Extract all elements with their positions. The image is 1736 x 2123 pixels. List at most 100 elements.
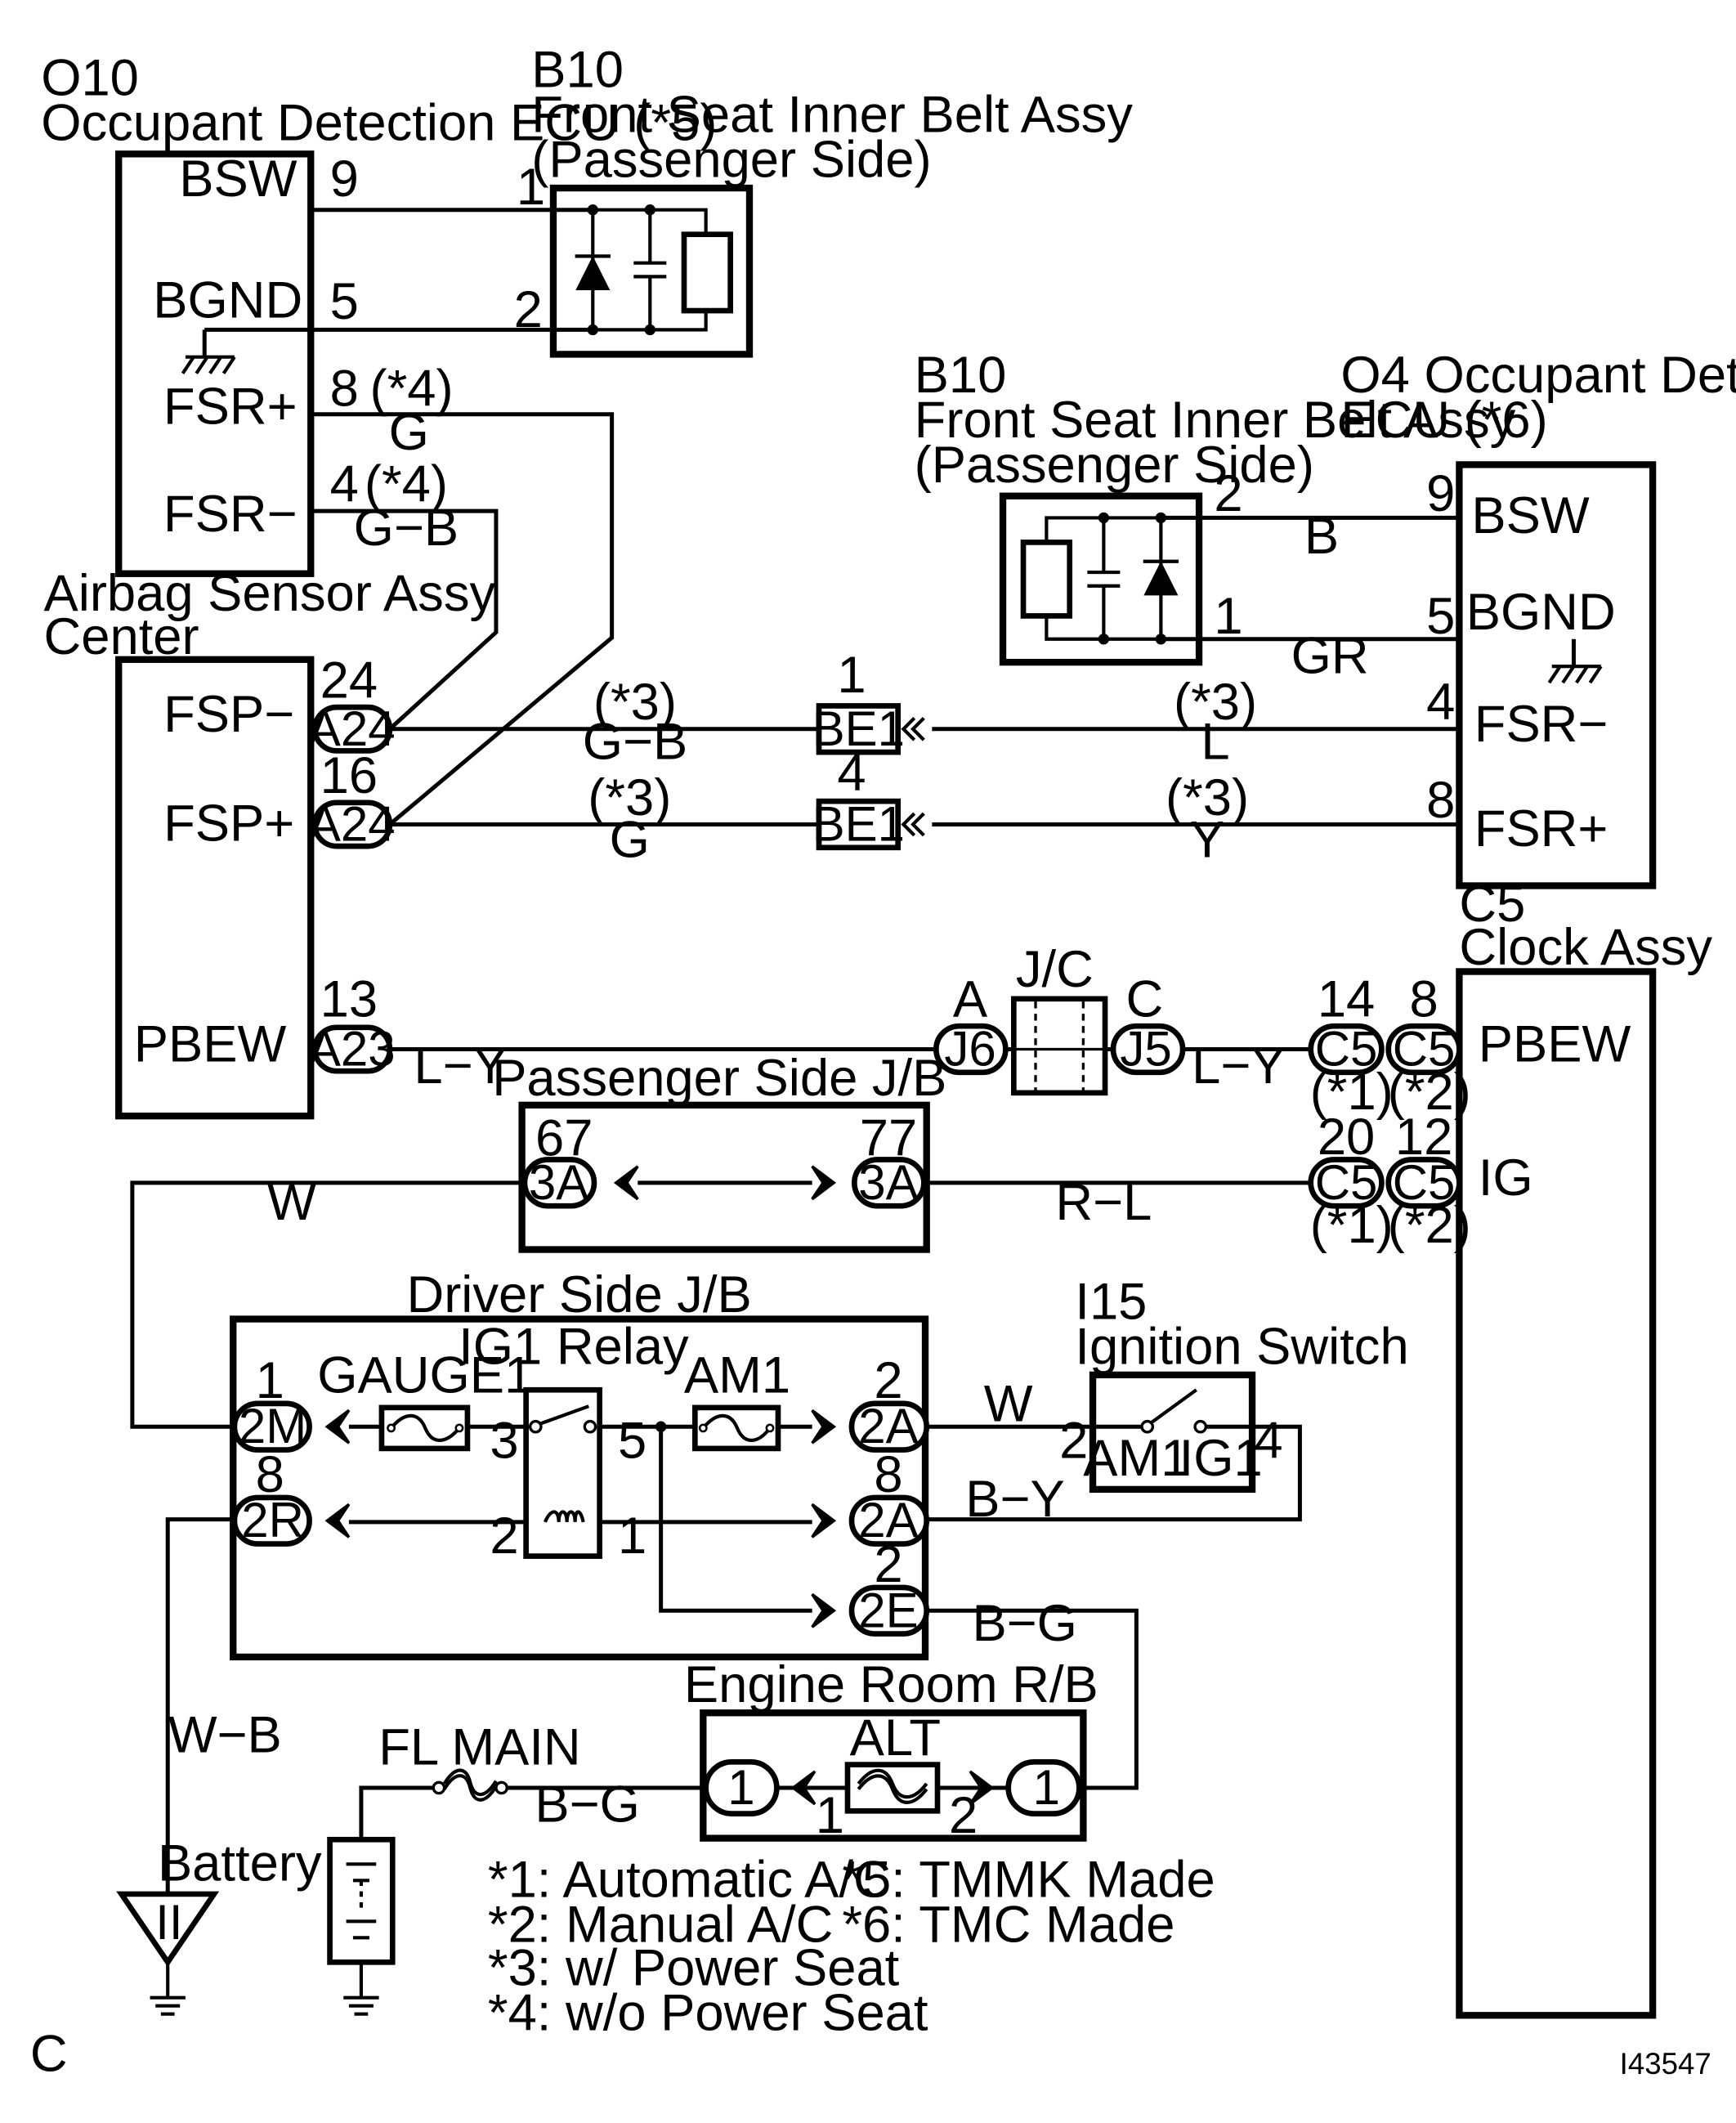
pin-c5-20: 20	[1318, 1109, 1375, 1166]
cond-fsrp-right-3: (*3)	[1166, 769, 1249, 826]
engine-rb-box	[700, 1709, 1087, 1842]
am1-fuse-label: AM1	[684, 1347, 790, 1404]
connector-j5: J5	[1110, 1022, 1186, 1077]
am1-fuse	[691, 1404, 781, 1452]
battery-label: Battery	[158, 1834, 322, 1892]
ignition-code: I15	[1075, 1274, 1147, 1331]
note-3: *3: w/ Power Seat	[488, 1940, 900, 1997]
pin-jc-c: C	[1126, 970, 1164, 1028]
b10-right-code: B10	[915, 347, 1007, 404]
svg-text:C5: C5	[1315, 1022, 1378, 1077]
note-4: *4: w/o Power Seat	[488, 1985, 928, 2042]
svg-text:C5: C5	[1393, 1155, 1456, 1210]
corner-letter: C	[30, 2026, 68, 2083]
airbag-pin-fspm: FSP−	[163, 686, 294, 743]
cond-c5-14-1: (*1)	[1310, 1064, 1394, 1121]
pin-o4-fsrm: 4	[1426, 674, 1455, 731]
pin-a23-pbew: 13	[320, 970, 378, 1028]
svg-text:A24: A24	[308, 701, 396, 756]
pin-alt-1: 1	[816, 1787, 844, 1844]
o4-title-line2: ECU (*6)	[1340, 392, 1547, 449]
wire-label-y: Y	[1190, 811, 1224, 868]
svg-text:BE1: BE1	[812, 701, 905, 756]
o10-ecu-box	[115, 150, 315, 577]
wire-label-w-left: W	[267, 1174, 316, 1231]
pin-a24-fspp: 16	[320, 747, 378, 804]
clock-pin-pbew: PBEW	[1479, 1016, 1631, 1073]
ig1-relay-label: IG1 Relay	[459, 1319, 689, 1376]
svg-text:A24: A24	[308, 796, 396, 851]
pin-relay-1: 1	[618, 1507, 647, 1565]
gauge1-fuse	[378, 1404, 471, 1452]
pin-b10r-1: 1	[1214, 588, 1242, 645]
pin-djb-2m: 1	[256, 1352, 284, 1409]
pin-o10-fsrp: 8	[330, 361, 359, 418]
ignition-ig1-label: IG1	[1179, 1430, 1263, 1487]
ignition-am1-label: AM1	[1083, 1430, 1189, 1487]
alt-fuse-label: ALT	[850, 1709, 941, 1767]
pin-djb-2r: 8	[256, 1446, 284, 1503]
pin-relay-2: 2	[490, 1507, 518, 1565]
b10-right-internal-circuit	[1020, 512, 1179, 645]
o10-pin-bsw: BSW	[179, 150, 297, 208]
connector-3a-67: 3A	[521, 1155, 639, 1210]
pin-o10-bgnd: 5	[330, 273, 359, 330]
o10-ground-symbol	[181, 355, 236, 374]
o10-code: O10	[41, 50, 139, 107]
airbag-sensor-box	[115, 656, 315, 1120]
cond-fspm-3: (*3)	[593, 674, 677, 731]
b10-top-box	[549, 184, 754, 358]
svg-text:1: 1	[727, 1760, 754, 1815]
driver-jb-box	[230, 1315, 929, 1661]
junction-connector-jc	[1011, 996, 1108, 1096]
fl-main-label: FL MAIN	[378, 1719, 580, 1776]
o10-name: Occupant Detection ECU (*5)	[41, 95, 717, 152]
note-2: *2: Manual A/C	[488, 1896, 833, 1953]
wire-label-by: B−Y	[965, 1471, 1064, 1528]
o4-ecu-box	[1456, 461, 1657, 889]
pin-o4-bgnd: 5	[1426, 588, 1455, 645]
wire-label-ly-right: L−Y	[1192, 1037, 1285, 1095]
o4-title-line1: O4 Occupant Detection	[1340, 347, 1736, 404]
pin-djb-2a-bot: 8	[874, 1446, 902, 1503]
svg-text:3A: 3A	[858, 1155, 918, 1210]
wire-label-wb: W−B	[168, 1707, 282, 1764]
gauge1-label: GAUGE1	[317, 1347, 533, 1404]
pin-b10r-2: 2	[1214, 465, 1242, 522]
svg-text:2A: 2A	[858, 1493, 918, 1547]
b10-right-box	[999, 492, 1203, 666]
connector-3a-77: 3A	[811, 1155, 927, 1210]
o4-pin-fsrp: FSR+	[1474, 800, 1608, 858]
airbag-title-line2: Center	[44, 608, 199, 665]
connector-a24-fspp: A24	[308, 796, 396, 851]
pin-pjb-67: 67	[535, 1110, 593, 1167]
clock-code: C5	[1459, 876, 1525, 933]
clock-assy-box	[1456, 968, 1657, 2019]
wire-label-g-mid: G	[610, 811, 650, 868]
fl-main-fusible-link	[432, 1768, 508, 1802]
connector-be1-top: BE1	[812, 701, 925, 756]
connector-2m: 2M	[231, 1399, 351, 1453]
connector-a24-fspm: A24	[308, 701, 396, 756]
svg-text:J5: J5	[1120, 1022, 1171, 1077]
cond-fsrm-right-3: (*3)	[1174, 674, 1257, 731]
b10-right-sub: (Passenger Side)	[915, 437, 1314, 494]
cond-fspp-3: (*3)	[588, 769, 671, 826]
wire-label-g-top: G	[389, 404, 429, 461]
connector-c5-14: C5	[1308, 1022, 1385, 1077]
wire-bg-2e-er	[926, 1608, 1139, 1790]
b10-top-code: B10	[531, 42, 624, 99]
o4-pin-fsrm: FSR−	[1474, 696, 1608, 753]
jc-label: J/C	[1016, 941, 1094, 998]
driver-jb-title: Driver Side J/B	[406, 1266, 751, 1324]
clock-name: Clock Assy	[1459, 919, 1712, 976]
connector-2a-top: 2A	[811, 1399, 930, 1453]
connector-c5-8: C5	[1385, 1022, 1462, 1077]
connector-c5-12: C5	[1385, 1155, 1462, 1210]
ground-point-label: II	[155, 1895, 182, 1950]
ignition-switch-contacts	[1140, 1388, 1208, 1434]
wire-label-l: L	[1201, 713, 1229, 770]
cond-fsrm-4: (*4)	[365, 455, 448, 513]
pin-be1-bot: 4	[837, 745, 866, 802]
